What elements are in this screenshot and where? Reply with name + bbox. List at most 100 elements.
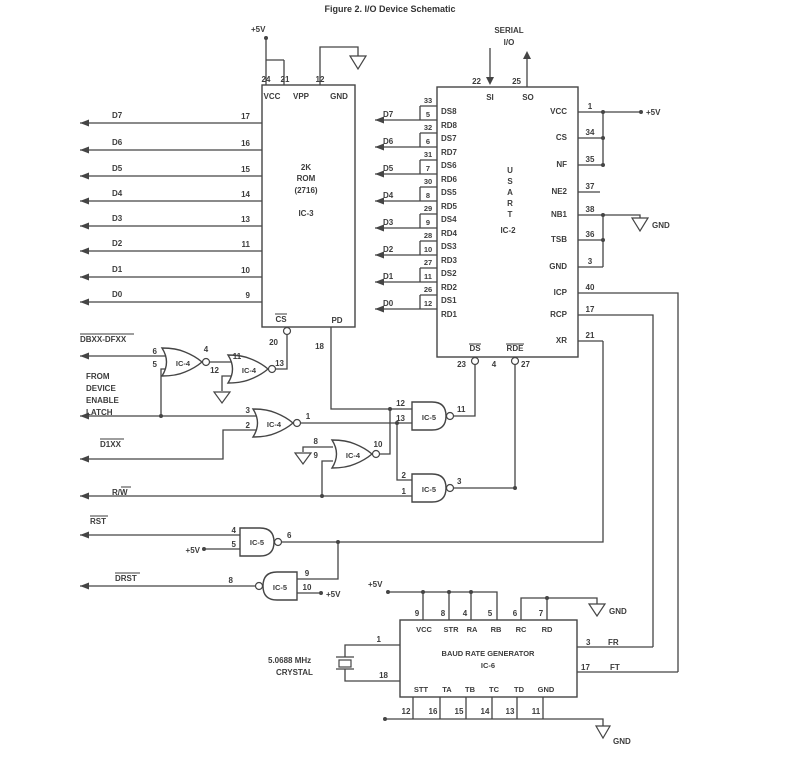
pin-rd4: 9 xyxy=(426,218,430,227)
baud-pin-15: 15 xyxy=(455,707,464,716)
g7-out: 6 xyxy=(287,531,292,540)
usart-ds2: DS2 xyxy=(441,269,457,278)
usart-ds5: DS5 xyxy=(441,188,457,197)
rom-bus-pin-11: 11 xyxy=(242,240,251,249)
g2-out: 13 xyxy=(275,359,284,368)
baud-generator-labels: +5V 9 8 4 5 6 7 VCC STR RA RB RC RD BAUD… xyxy=(268,580,631,746)
rom-vpp-label: VPP xyxy=(293,92,310,101)
g3-in-b: 2 xyxy=(246,421,251,430)
g3-in-a: 3 xyxy=(246,406,251,415)
rom-vcc-label: VCC xyxy=(264,92,281,101)
baud-pin-4: 4 xyxy=(463,609,468,618)
usart-bus-d2: D2 xyxy=(383,245,394,254)
baud-ic-number: IC-6 xyxy=(481,661,495,670)
rom-gnd-label: GND xyxy=(330,92,348,101)
baud-xtal-pin-18: 18 xyxy=(379,671,388,680)
rom-pin-21: 21 xyxy=(281,75,290,84)
usart-letter-s: S xyxy=(507,177,513,186)
baud-ft-pin: 17 xyxy=(581,663,590,672)
bus-label-d4: D4 xyxy=(112,189,123,198)
wires xyxy=(80,38,679,726)
pin-rd3: 10 xyxy=(424,245,432,254)
usart-labels: SERIAL I/O 22 SI 25 SO D7 D6 D5 D4 D3 D2… xyxy=(383,26,670,369)
g6-in-a: 2 xyxy=(402,471,407,480)
usart-bus-d5: D5 xyxy=(383,164,394,173)
baud-pin-9: 9 xyxy=(415,609,420,618)
rom-cs-pin: 20 xyxy=(269,338,278,347)
overline-bars xyxy=(80,313,524,574)
g7-ic: IC-5 xyxy=(250,538,264,547)
baud-plus5v: +5V xyxy=(368,580,383,589)
g8-in-a: 9 xyxy=(305,569,310,578)
pin-ds6: 31 xyxy=(424,150,432,159)
usart-rd7: RD7 xyxy=(441,148,458,157)
usart-rd2: RD2 xyxy=(441,283,458,292)
g8-ic: IC-5 xyxy=(273,583,287,592)
bus-label-d0: D0 xyxy=(112,290,123,299)
baud-generator-body xyxy=(399,619,578,698)
rom-bottom-and-gate-wires xyxy=(80,327,412,497)
junction-dots xyxy=(159,36,643,721)
bus-label-d3: D3 xyxy=(112,214,123,223)
g1-in-a: 6 xyxy=(153,347,158,356)
g6-in-b: 1 xyxy=(402,487,407,496)
usart-ds8: DS8 xyxy=(441,107,457,116)
baud-str: STR xyxy=(444,625,460,634)
baud-rc: RC xyxy=(516,625,527,634)
pin-ds1: 26 xyxy=(424,285,432,294)
usart-ds4: DS4 xyxy=(441,215,457,224)
baud-gnd-bottom-text: GND xyxy=(613,737,631,746)
figure-title: Figure 2. I/O Device Schematic xyxy=(324,4,455,14)
usart-pin-40: 40 xyxy=(586,283,595,292)
bubble-usart-ds xyxy=(470,356,480,366)
g1-out: 4 xyxy=(204,345,209,354)
baud-tc: TC xyxy=(489,685,500,694)
bus-label-d7: D7 xyxy=(112,111,123,120)
rom-top-wires xyxy=(265,38,359,85)
usart-plus5v: +5V xyxy=(646,108,661,117)
rom-bus-pin-13: 13 xyxy=(241,215,250,224)
bus-label-d1: D1 xyxy=(112,265,123,274)
pin-rd8: 5 xyxy=(426,110,430,119)
bubble-ic4c-out xyxy=(371,449,381,459)
signal-arrows xyxy=(80,51,531,590)
g6-ic: IC-5 xyxy=(422,485,436,494)
usart-nb1: NB1 xyxy=(551,210,568,219)
plus5v-label: +5V xyxy=(251,25,266,34)
baud-pin-16: 16 xyxy=(429,707,438,716)
usart-ds3: DS3 xyxy=(441,242,457,251)
g5-out: 11 xyxy=(457,405,466,414)
data-bus-lines xyxy=(80,122,262,303)
bubble-usart-rde xyxy=(510,356,520,366)
baud-pin-14: 14 xyxy=(481,707,490,716)
bubble-ic5b-out xyxy=(445,483,455,493)
usart-letter-u: U xyxy=(507,166,513,175)
baud-pin-13: 13 xyxy=(506,707,515,716)
baud-pin-5: 5 xyxy=(488,609,493,618)
g8-out: 8 xyxy=(229,576,234,585)
latch-note-1: FROM xyxy=(86,372,110,381)
g3-ic: IC-4 xyxy=(267,420,282,429)
latch-note-3: ENABLE xyxy=(86,396,120,405)
pin-ds4: 29 xyxy=(424,204,432,213)
g4-ic: IC-4 xyxy=(346,451,361,460)
decode-logic-labels: DBXX-DFXX 6 5 4 IC-4 11 12 IC-4 13 FROM … xyxy=(80,335,466,599)
rst-plus5v: +5V xyxy=(186,546,201,555)
usart-rde: RDE xyxy=(507,344,525,353)
usart-bus-d3: D3 xyxy=(383,218,394,227)
rom-name-2716: (2716) xyxy=(294,186,317,195)
baud-pin-8: 8 xyxy=(441,609,446,618)
rom-pd-pin: 18 xyxy=(315,342,324,351)
bubble-rom-cs xyxy=(282,326,292,336)
usart-ds6: DS6 xyxy=(441,161,457,170)
d1xx-signal-label: D1XX xyxy=(100,440,122,449)
baud-ta: TA xyxy=(442,685,452,694)
drst-plus5v: +5V xyxy=(326,590,341,599)
usart-pin-35: 35 xyxy=(586,155,595,164)
baud-pin-11: 11 xyxy=(532,707,541,716)
ground-icon xyxy=(212,391,232,405)
pin-rd7: 6 xyxy=(426,137,430,146)
pin-rd5: 8 xyxy=(426,191,430,200)
bubble-ic4-select-out xyxy=(292,418,302,428)
